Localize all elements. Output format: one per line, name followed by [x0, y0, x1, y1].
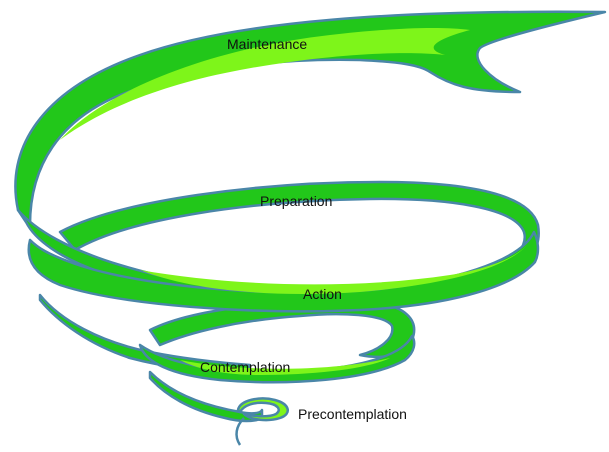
ribbon-loop-middle-front — [27, 230, 540, 313]
ribbon-top-highlight — [60, 27, 470, 141]
stage-label-action: Action — [303, 286, 342, 302]
stage-label-preparation: Preparation — [260, 193, 333, 209]
stage-label-precontemplation: Precontemplation — [298, 406, 407, 422]
stage-label-contemplation: Contemplation — [200, 359, 291, 375]
ribbon-small-highlight — [180, 358, 390, 375]
ribbon-loop-tiny — [236, 397, 289, 422]
stage-label-maintenance: Maintenance — [227, 36, 308, 52]
ribbon-middle-highlight — [140, 245, 527, 294]
ribbon-tail-end — [235, 417, 245, 446]
